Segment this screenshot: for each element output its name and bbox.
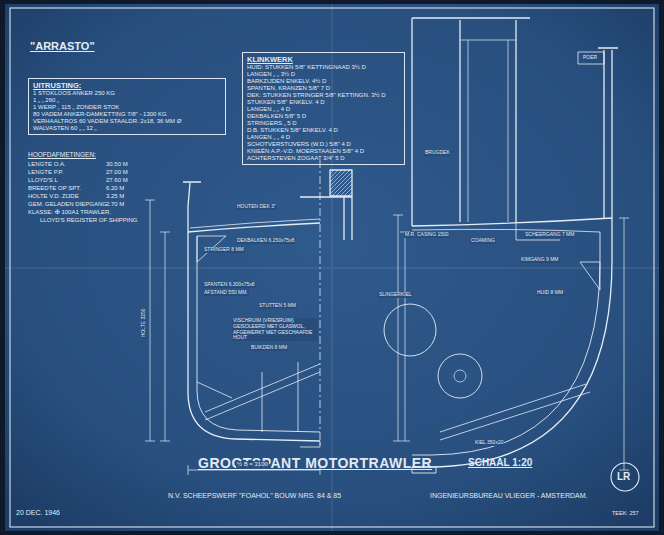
part-label: STUTTEN 5 MM [258, 303, 297, 309]
table-row: VERHAALTROS 60 VADEM STAALDR. 2x18, 36 M… [33, 118, 221, 125]
part-label: AFSTAND 550 MM. [203, 290, 249, 296]
table-row: BARKZIJDEN ENKELV. 4½ D [247, 78, 400, 85]
table-row: KNIEËN A.P.-V.D. MOERSTAALEN 5/8" 4 D [247, 148, 400, 155]
part-label: HOLTE 3250 [141, 307, 147, 338]
part-label: BRUGDEK [424, 150, 451, 156]
table-row: DEKBALKEN 5/8" 5 D [247, 113, 400, 120]
table-row: SCHOTVERSTIJVERS (W.D.) 5/8" 4 D [247, 141, 400, 148]
part-label: SLINGERKIEL [378, 292, 413, 298]
part-label: KIEL 350x20 [474, 440, 504, 446]
sheet-text: BREEDTE OP SPT. [28, 185, 81, 192]
sheet-text: HOLTE V.D. ZIJDE [28, 193, 79, 200]
sheet-text: 20 DEC. 1946 [16, 509, 60, 517]
part-label: DEKBALKEN 6.150x75x8 [236, 238, 295, 244]
table-row: LANGEN „ „ 4 D [247, 106, 400, 113]
table-row: 1 „ „ 260 „ [33, 97, 221, 104]
sheet-text: KLASSE: ✠ 100A1 TRAWLER. [28, 209, 111, 216]
sheet-text: "ARRASTO" [30, 40, 95, 53]
table-heading: KLINKWERK [247, 55, 400, 64]
part-label: KIMGANG 9 MM [520, 257, 560, 263]
part-label: VISCHRUIM (VRIESRUIM) GEISOLEERD MET GLA… [232, 318, 318, 341]
part-label: SPANTEN 6.300x75x8 [203, 282, 256, 288]
sheet-text: LENGTE P.P. [28, 169, 63, 176]
part-label: M.R. CASING 1500 [404, 232, 450, 238]
table-row: 80 VADEM ANKER-DAMKETTING 7/8" - 1300 KG [33, 111, 221, 118]
sheet-text: GEM. GELADEN DIEPGANG [28, 201, 107, 208]
sheet-text: 2.70 M [106, 201, 124, 208]
sheet-text: 27.00 M [106, 169, 128, 176]
drawing-title: GROOTSPANT MOTORTRAWLER [198, 455, 432, 471]
part-label: HOUTEN DEK 3" [236, 204, 277, 210]
part-label: COAMING [470, 238, 496, 244]
sheet-text: SCHAAL 1:20 [468, 457, 532, 469]
table-row: LANGEN „ „ 4 D [247, 134, 400, 141]
sheet-text: 30.50 M [106, 161, 128, 168]
part-label: STRINGER 8 MM [203, 247, 245, 253]
table-heading: UITRUSTING: [33, 81, 221, 90]
sheet-text: INGENIEURSBUREAU VLIEGER - AMSTERDAM. [430, 492, 588, 500]
equipment-table: UITRUSTING:1 STOKLOOS ANKER 250 KG1 „ „ … [28, 78, 226, 135]
part-label: BUIKDEN 8 MM [250, 345, 288, 351]
sheet-text: LR [617, 471, 630, 483]
table-row: SPANTEN, KRANZEN 5/8" 7 D [247, 85, 400, 92]
table-row: HUID: STUKKEN 5/8" KETTINGNAAD 3½ D [247, 64, 400, 71]
part-label: ½ B = 3100 [236, 461, 269, 468]
table-row: D.B. STUKKEN 5/8" ENKELV. 4 D [247, 127, 400, 134]
sheet-text: 3.25 M [106, 193, 124, 200]
table-row: WALVASTEN 60 „ „ 12 „ [33, 125, 221, 132]
part-label: SCHEERGANG 7 MM [524, 232, 575, 238]
sheet-text: LENGTE O.A. [28, 161, 66, 168]
part-label: HUID 8 MM [536, 290, 564, 296]
table-row: 1 WERP „ 115 „ ZONDER STOK [33, 104, 221, 111]
table-row: 1 STOKLOOS ANKER 250 KG [33, 90, 221, 97]
sheet-text: HOOFDAFMETINGEN: [28, 151, 96, 158]
part-label: POER [582, 55, 598, 61]
sheet-text: N.V. SCHEEPSWERF "FOAHOL" BOUW NRS. 84 &… [168, 492, 341, 500]
table-row: ACHTERSTEVEN ZOGAAT 3/4" 5 D [247, 155, 400, 162]
sheet-text: TEEK: 257 [612, 510, 639, 516]
table-row: LANGEN „ „ 3½ D [247, 71, 400, 78]
table-row: STUKKEN 5/8" ENKELV. 4 D [247, 99, 400, 106]
table-row: DEK: STUKKEN STRINGER 5/8" KETTINGN. 3½ … [247, 92, 400, 99]
sheet-text: LLOYD'S L [28, 177, 58, 184]
sheet-text: 6.20 M [106, 185, 124, 192]
sheet-text: 27.60 M [106, 177, 128, 184]
sheet-text: LLOYD'S REGISTER OF SHIPPING [40, 217, 138, 224]
riveting-table: KLINKWERKHUID: STUKKEN 5/8" KETTINGNAAD … [242, 52, 405, 165]
table-row: STRINGERS „ 5 D [247, 120, 400, 127]
